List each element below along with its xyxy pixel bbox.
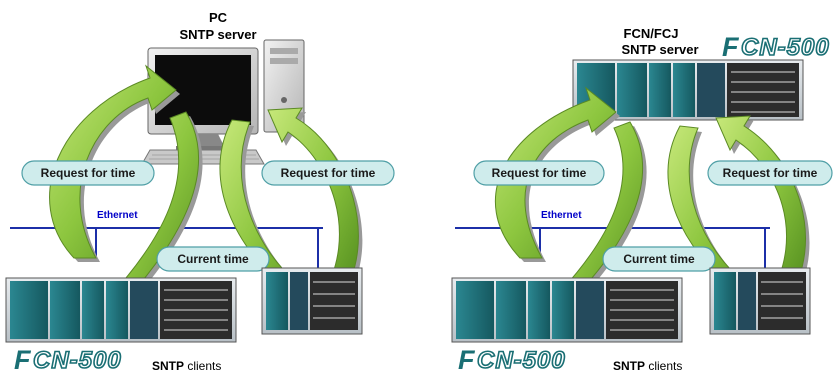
pc-monitor-icon [147, 47, 259, 151]
left-client-rack-large [5, 277, 237, 343]
left-server-title-line1: PC [209, 10, 228, 25]
left-fcn500-logo: F CN-500 [14, 345, 122, 375]
left-panel: PC SNTP server Ethernet [5, 10, 395, 375]
left-current-time-label: Current time [177, 252, 249, 266]
right-client-rack-small [709, 267, 811, 335]
left-client-rack-small [261, 267, 363, 335]
left-logo-rest: CN-500 [33, 347, 122, 374]
right-request-right-label: Request for time [723, 166, 818, 180]
left-clients-caption: SNTP clients [152, 359, 221, 373]
right-clients-rest: clients [645, 359, 682, 373]
right-server-fcn500-logo: F CN-500 [722, 32, 830, 62]
left-server-title-line2: SNTP server [179, 27, 256, 42]
right-request-left-label: Request for time [492, 166, 587, 180]
left-logo-first-letter: F [14, 345, 32, 375]
right-server-title-line1: FCN/FCJ [624, 26, 679, 41]
right-ethernet-label: Ethernet [541, 210, 582, 221]
right-panel: FCN/FCJ SNTP server F CN-500 [451, 26, 833, 375]
left-request-left-label: Request for time [41, 166, 136, 180]
left-bubble-request-right: Request for time [261, 160, 395, 186]
right-server-logo-first-letter: F [722, 32, 740, 62]
right-bubble-current-time: Current time [602, 246, 716, 272]
right-arrow-request-left [494, 86, 620, 262]
right-bubble-request-left: Request for time [473, 160, 605, 186]
right-clients-bold: SNTP [613, 359, 645, 373]
right-client-rack-large [451, 277, 683, 343]
left-clients-rest: clients [184, 359, 221, 373]
right-bubble-request-right: Request for time [707, 160, 833, 186]
left-request-right-label: Request for time [281, 166, 376, 180]
left-clients-bold: SNTP [152, 359, 184, 373]
right-fcn500-logo: F CN-500 [458, 345, 566, 375]
right-server-logo-rest: CN-500 [741, 34, 830, 61]
right-server-title-line2: SNTP server [621, 42, 698, 57]
right-current-time-label: Current time [623, 252, 695, 266]
right-logo-first-letter: F [458, 345, 476, 375]
right-clients-caption: SNTP clients [613, 359, 682, 373]
left-bubble-request-left: Request for time [21, 160, 155, 186]
left-bubble-current-time: Current time [156, 246, 270, 272]
left-ethernet-label: Ethernet [97, 210, 138, 221]
right-logo-rest: CN-500 [477, 347, 566, 374]
